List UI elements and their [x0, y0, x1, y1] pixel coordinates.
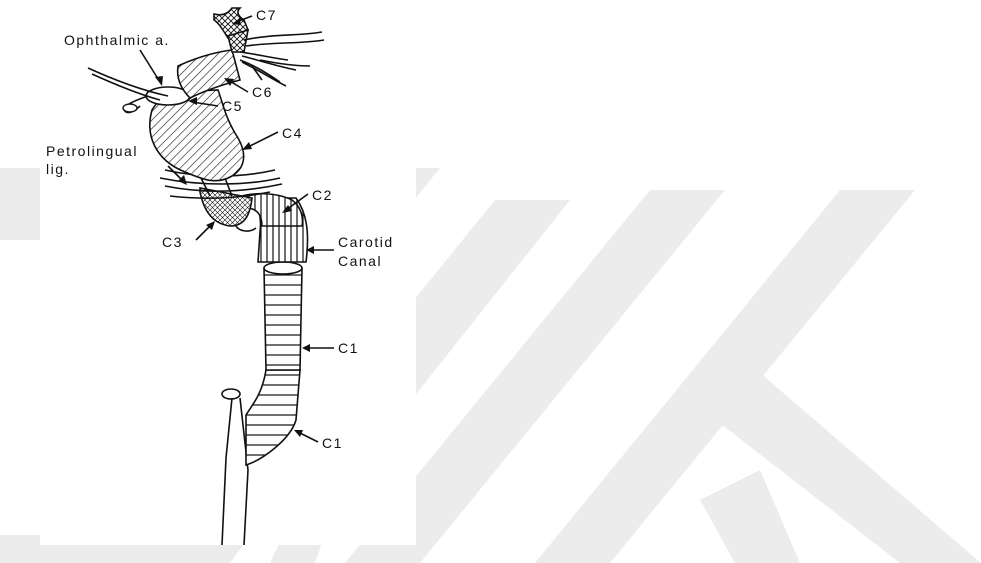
label-c3: C3 [162, 234, 183, 250]
label-c1-lower: C1 [322, 435, 343, 451]
label-c6: C6 [252, 84, 273, 100]
label-c4: C4 [282, 125, 303, 141]
label-c1-upper: C1 [338, 340, 359, 356]
label-petrolingual-1: Petrolingual [46, 143, 138, 159]
label-c5: C5 [222, 98, 243, 114]
label-petrolingual-2: lig. [46, 161, 70, 177]
label-c2: C2 [312, 187, 333, 203]
segment-c1-upper [264, 268, 302, 370]
label-ophthalmic: Ophthalmic a. [64, 32, 170, 48]
label-carotid-1: Carotid [338, 234, 394, 250]
c1-top-ring [264, 262, 302, 274]
label-carotid-2: Canal [338, 253, 382, 269]
label-c7: C7 [256, 7, 277, 23]
